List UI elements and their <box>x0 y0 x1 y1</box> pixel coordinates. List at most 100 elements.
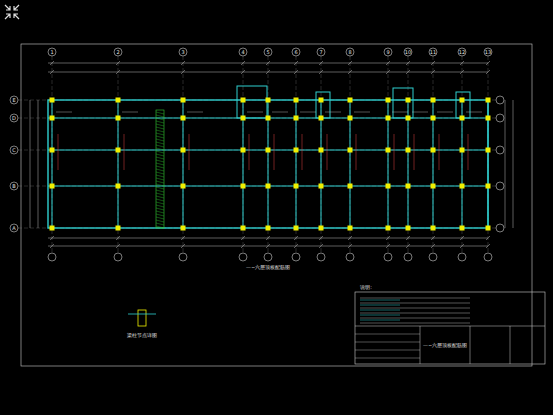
detail-column <box>138 310 146 326</box>
rebar-note <box>247 112 263 113</box>
note-line <box>360 308 470 309</box>
axis-line <box>296 56 297 252</box>
title-block-line <box>355 342 420 343</box>
column <box>460 226 465 231</box>
rebar-mark <box>274 134 275 170</box>
axis-line <box>408 56 409 252</box>
axis-label: 6 <box>294 50 297 55</box>
column <box>294 184 299 189</box>
stair-outline <box>156 110 164 228</box>
column <box>319 226 324 231</box>
title-block-line <box>470 326 471 364</box>
column <box>348 226 353 231</box>
axis-bubble <box>317 253 325 261</box>
note-line <box>360 318 470 319</box>
column <box>348 184 353 189</box>
note-line <box>360 323 470 324</box>
beam-bay <box>316 92 330 118</box>
column <box>386 98 391 103</box>
column <box>50 116 55 121</box>
axis-line <box>388 56 389 252</box>
stair-hatch <box>156 211 164 213</box>
column <box>241 98 246 103</box>
column <box>460 98 465 103</box>
sheet-border <box>21 44 532 366</box>
axis-bubble <box>317 48 325 56</box>
axis-bubble <box>114 48 122 56</box>
axis-line <box>243 56 244 252</box>
column <box>431 98 436 103</box>
stair-hatch <box>156 178 164 180</box>
axis-label: C <box>12 148 16 153</box>
rebar-note <box>412 112 428 113</box>
drawing-label: 一~六层顶板配筋图 <box>246 265 290 270</box>
column <box>486 116 491 121</box>
column <box>460 184 465 189</box>
axis-bubble <box>239 253 247 261</box>
rebar-note <box>354 112 370 113</box>
column <box>406 184 411 189</box>
axis-label: 3 <box>181 50 184 55</box>
column <box>50 184 55 189</box>
stair-hatch <box>156 148 164 150</box>
rebar-mark <box>394 134 395 170</box>
table-line <box>360 320 400 321</box>
axis-bubble <box>384 253 392 261</box>
axis-label: 4 <box>241 50 244 55</box>
rebar-note <box>122 112 138 113</box>
dimension-line <box>513 100 514 228</box>
stair-hatch <box>156 124 164 126</box>
dimension-line <box>505 100 506 228</box>
column <box>406 116 411 121</box>
axis-bubble <box>264 253 272 261</box>
axis-bubble <box>10 182 18 190</box>
column <box>406 148 411 153</box>
stair-hatch <box>156 127 164 129</box>
axis-line <box>52 56 53 252</box>
title-block-line <box>355 350 420 351</box>
column <box>116 116 121 121</box>
column <box>406 98 411 103</box>
column <box>406 226 411 231</box>
axis-bubble <box>484 253 492 261</box>
beam-bay <box>393 88 413 118</box>
stair-hatch <box>156 166 164 168</box>
rebar-note <box>187 112 203 113</box>
stair-hatch <box>156 112 164 114</box>
column <box>181 116 186 121</box>
axis-line <box>321 56 322 252</box>
axis-bubble <box>292 48 300 56</box>
axis-bubble <box>458 253 466 261</box>
axis-line <box>18 186 500 187</box>
table-line <box>360 315 400 316</box>
column <box>294 116 299 121</box>
axis-bubble <box>496 96 504 104</box>
axis-bubble <box>48 48 56 56</box>
column <box>319 184 324 189</box>
column <box>460 116 465 121</box>
column <box>241 226 246 231</box>
stair-hatch <box>156 199 164 201</box>
axis-bubble <box>10 114 18 122</box>
rebar-mark <box>356 134 357 170</box>
axis-bubble <box>404 48 412 56</box>
column <box>181 184 186 189</box>
axis-bubble <box>179 253 187 261</box>
stair-hatch <box>156 226 164 228</box>
stair-hatch <box>156 175 164 177</box>
stair-hatch <box>156 187 164 189</box>
table-line <box>360 310 400 311</box>
axis-bubble <box>48 253 56 261</box>
axis-label: E <box>12 98 15 103</box>
stair-hatch <box>156 190 164 192</box>
column <box>294 148 299 153</box>
column <box>486 98 491 103</box>
beam-bay <box>456 92 470 118</box>
column <box>486 226 491 231</box>
stair-hatch <box>156 208 164 210</box>
axis-label: 1 <box>50 50 53 55</box>
title-block <box>355 292 545 364</box>
stair-hatch <box>156 157 164 159</box>
table-line <box>360 300 400 301</box>
rebar-note <box>56 112 72 113</box>
